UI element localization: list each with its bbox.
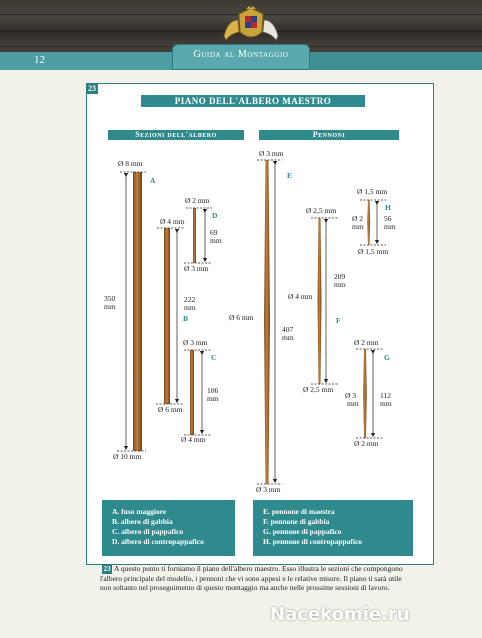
legend-item: B. albero di gabbia <box>112 517 173 526</box>
h-length-unit: mm <box>384 222 396 231</box>
a-length: 350 <box>104 294 116 303</box>
h-middle-unit: mm <box>352 222 364 231</box>
b-length: 222 <box>184 295 196 304</box>
b-top-diameter: Ø 4 mm <box>160 217 185 226</box>
f-top-diameter: Ø 2,5 mm <box>306 206 337 215</box>
legend-yards: E. pennone di maestra F. pennone di gabb… <box>253 500 413 556</box>
a-length-unit: mm <box>104 302 116 311</box>
caption-number-badge: 23 <box>102 564 112 574</box>
a-bottom-diameter: Ø 10 mm <box>113 452 142 461</box>
page-number: 12 <box>34 54 45 66</box>
legend-sections: A. fuso maggiore B. albero di gabbia C. … <box>102 500 235 556</box>
f-bottom-diameter: Ø 2,5 mm <box>303 385 334 394</box>
watermark: Nacekomie.ru <box>270 604 410 625</box>
spar-f <box>317 218 322 384</box>
e-middle-diameter: Ø 6 mm <box>229 313 254 322</box>
b-bottom-diameter: Ø 6 mm <box>158 405 183 414</box>
h-middle-diameter: Ø 2 <box>352 214 364 223</box>
plan-title: PIANO DELL'ALBERO MAESTRO <box>141 95 365 107</box>
f-middle-diameter: Ø 4 mm <box>288 292 313 301</box>
d-letter: D <box>212 211 218 220</box>
legend-item: D. albero di contropappafico <box>112 537 204 546</box>
g-middle-diameter: Ø 3 <box>345 391 357 400</box>
legend-item: A. fuso maggiore <box>112 507 167 516</box>
legend-item: H. pennone di contropappafico <box>263 537 363 546</box>
legend-item: F. pennone di gabbia <box>263 517 330 526</box>
e-length: 407 <box>282 325 294 334</box>
spar-d <box>193 208 196 263</box>
d-length-unit: mm <box>210 236 222 245</box>
h-top-diameter: Ø 1,5 mm <box>357 187 388 196</box>
royal-coat-of-arms-icon <box>218 6 284 46</box>
e-top-diameter: Ø 3 mm <box>259 149 284 158</box>
c-length: 106 <box>207 386 219 395</box>
header-tab <box>172 44 310 70</box>
spar-c <box>190 350 194 435</box>
yards-heading: Pennoni <box>259 130 399 140</box>
a-top-diameter: Ø 8 mm <box>118 159 143 168</box>
e-bottom-diameter: Ø 3 mm <box>256 485 281 494</box>
f-length-unit: mm <box>334 280 346 289</box>
caption-text: A questo punto ti forniamo il piano dell… <box>100 564 403 592</box>
spar-e <box>264 160 270 484</box>
d-top-diameter: Ø 2 mm <box>185 196 210 205</box>
h-letter: H <box>385 203 391 212</box>
legend-item: G. pennone di pappafico <box>263 527 342 536</box>
g-bottom-diameter: Ø 2 mm <box>354 439 379 448</box>
g-top-diameter: Ø 2 mm <box>354 338 379 347</box>
plan-frame <box>86 83 434 565</box>
e-letter: E <box>287 171 293 180</box>
sections-heading: Sezioni dell'albero <box>108 130 244 140</box>
b-letter: B <box>183 314 189 323</box>
c-letter: C <box>211 353 217 362</box>
spar-g <box>363 349 367 438</box>
d-bottom-diameter: Ø 3 mm <box>184 264 209 273</box>
h-length: 56 <box>384 214 392 223</box>
a-letter: A <box>150 176 156 185</box>
g-letter: G <box>384 353 390 362</box>
e-length-unit: mm <box>282 333 294 342</box>
g-middle-unit: mm <box>347 399 359 408</box>
c-top-diameter: Ø 3 mm <box>183 338 208 347</box>
spar-h <box>367 200 371 245</box>
c-length-unit: mm <box>207 394 219 403</box>
section-title: Guida al Montaggio <box>193 49 289 60</box>
legend-item: E. pennone di maestra <box>263 507 335 516</box>
header-band-left <box>0 52 175 70</box>
b-length-unit: mm <box>184 303 196 312</box>
f-length: 209 <box>334 272 346 281</box>
g-length: 112 <box>380 391 391 400</box>
h-bottom-diameter: Ø 1,5 mm <box>358 247 389 256</box>
legend-item: C. albero di pappafico <box>112 527 184 536</box>
c-bottom-diameter: Ø 4 mm <box>181 435 206 444</box>
g-length-unit: mm <box>380 399 392 408</box>
f-letter: F <box>336 316 341 325</box>
spar-b <box>164 228 170 404</box>
plan-number-badge: 23 <box>86 83 98 94</box>
spar-a <box>133 172 142 451</box>
d-length: 69 <box>210 228 218 237</box>
